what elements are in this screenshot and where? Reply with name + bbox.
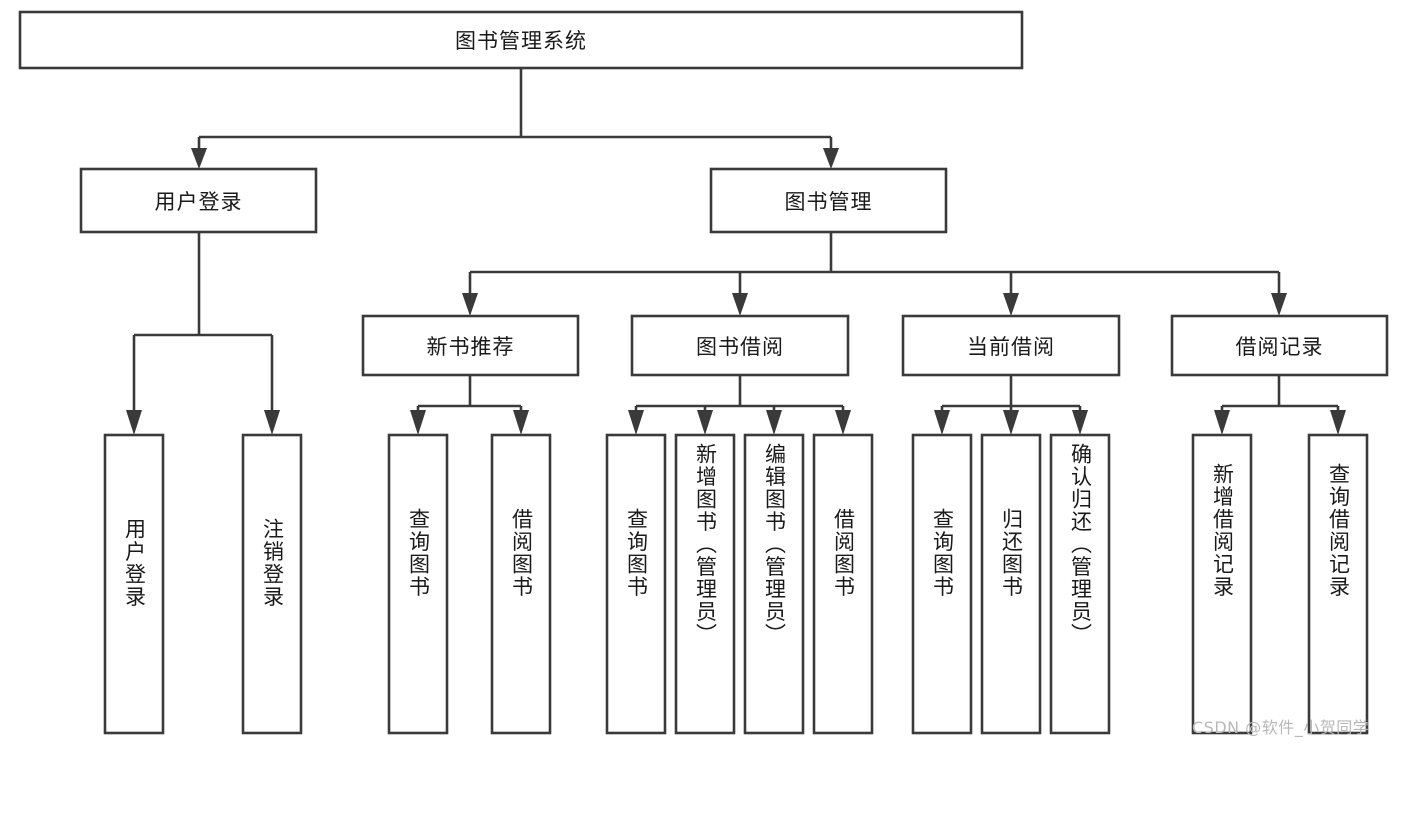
- leaf-box-currentborrow-2[interactable]: [980, 433, 1042, 735]
- arrow-head-new-book: [462, 293, 478, 316]
- leaf-box-bookborrow-4[interactable]: [812, 433, 874, 735]
- node-current-borrow[interactable]: [901, 314, 1121, 377]
- arrow-head-leaf-currentborrow-1: [934, 410, 950, 435]
- arrow-head-leaf-bookborrow-1: [628, 410, 644, 435]
- arrow-head-leaf-borrowrecord-2: [1330, 410, 1346, 435]
- arrow-head-leaf-user-login-1: [126, 410, 142, 435]
- leaf-box-bookborrow-1[interactable]: [605, 433, 667, 735]
- node-root[interactable]: [18, 10, 1024, 70]
- arrow-head-leaf-newbook-2: [513, 410, 529, 435]
- arrow-head-leaf-bookborrow-4: [835, 410, 851, 435]
- node-book-borrow[interactable]: [630, 314, 850, 377]
- leaf-box-currentborrow-3[interactable]: [1049, 433, 1111, 735]
- watermark-text: CSDN @软件_小贺同学: [1192, 718, 1370, 737]
- arrow-head-book-borrow: [732, 293, 748, 316]
- arrow-head-leaf-currentborrow-3: [1072, 410, 1088, 435]
- leaf-box-user-login-2[interactable]: [241, 433, 303, 735]
- arrow-head-borrow-record: [1271, 293, 1287, 316]
- arrow-head-user-login: [191, 148, 207, 169]
- leaf-box-newbook-2[interactable]: [490, 433, 552, 735]
- arrow-head-book-manage: [823, 148, 839, 169]
- arrow-head-leaf-bookborrow-3: [766, 410, 782, 435]
- leaf-box-newbook-1[interactable]: [387, 433, 449, 735]
- leaf-box-bookborrow-3[interactable]: [743, 433, 805, 735]
- arrow-head-current-borrow: [1003, 293, 1019, 316]
- leaf-box-user-login-1[interactable]: [103, 433, 165, 735]
- arrow-head-leaf-bookborrow-2: [697, 410, 713, 435]
- node-book-manage[interactable]: [709, 167, 948, 234]
- flowchart-svg: [18, 10, 1389, 735]
- node-borrow-record[interactable]: [1170, 314, 1389, 377]
- leaf-box-currentborrow-1[interactable]: [911, 433, 973, 735]
- leaf-box-borrowrecord-2[interactable]: [1307, 433, 1369, 735]
- node-user-login[interactable]: [79, 167, 318, 234]
- node-new-book-recommend[interactable]: [361, 314, 580, 377]
- arrow-head-leaf-user-login-2: [264, 410, 280, 435]
- diagram-canvas: 图书管理系统 用户登录 图书管理 新书推荐 图书借阅 当前借阅 借阅记录 用户登…: [18, 10, 1389, 737]
- arrow-head-leaf-newbook-1: [410, 410, 426, 435]
- arrow-head-leaf-borrowrecord-1: [1214, 410, 1230, 435]
- arrow-head-leaf-currentborrow-2: [1003, 410, 1019, 435]
- leaf-box-borrowrecord-1[interactable]: [1191, 433, 1253, 735]
- leaf-box-bookborrow-2[interactable]: [674, 433, 736, 735]
